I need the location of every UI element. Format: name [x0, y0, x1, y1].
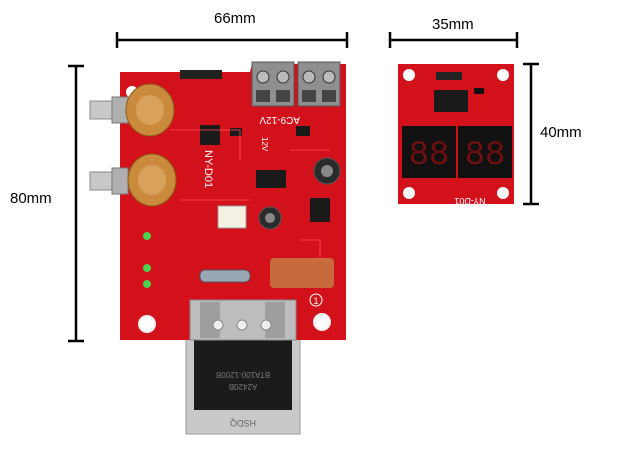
- svg-text:2: 2: [144, 319, 150, 331]
- svg-text:HSDQ: HSDQ: [230, 418, 256, 428]
- display-driver-chip: [434, 90, 468, 112]
- display-board: 88 88 NY-D01: [398, 64, 514, 206]
- chip: [200, 125, 220, 145]
- display-height-label: 40mm: [540, 124, 582, 141]
- relay-label: 12V: [260, 137, 269, 152]
- model-label: NY-D01: [202, 150, 214, 188]
- potentiometer-top: [89, 83, 175, 137]
- regulator: [310, 198, 330, 222]
- led: [143, 264, 151, 272]
- dimension-lines: [68, 32, 539, 343]
- svg-text:A2420B: A2420B: [229, 382, 257, 391]
- triac-body: [194, 336, 292, 410]
- svg-text:BTA100-1200B: BTA100-1200B: [216, 370, 270, 379]
- led: [143, 280, 151, 288]
- svg-text:1: 1: [313, 296, 318, 306]
- relay: [217, 205, 247, 229]
- power-label: AC9-12V: [259, 114, 300, 125]
- chip: [256, 170, 286, 188]
- display-width-label: 35mm: [432, 16, 474, 33]
- svg-text:88: 88: [465, 137, 506, 175]
- seven-segment-display-right: [458, 126, 512, 178]
- seven-segment-display-left: [402, 126, 456, 178]
- svg-text:88: 88: [409, 137, 450, 175]
- potentiometer-bottom: [89, 153, 177, 207]
- main-height-label: 80mm: [10, 190, 52, 207]
- display-model-label: NY-D01: [454, 196, 485, 206]
- film-capacitor: [270, 258, 334, 288]
- led: [143, 232, 151, 240]
- main-board: BTA100-1200B A2420B HSDQ 2: [89, 61, 346, 435]
- main-width-label: 66mm: [214, 10, 256, 27]
